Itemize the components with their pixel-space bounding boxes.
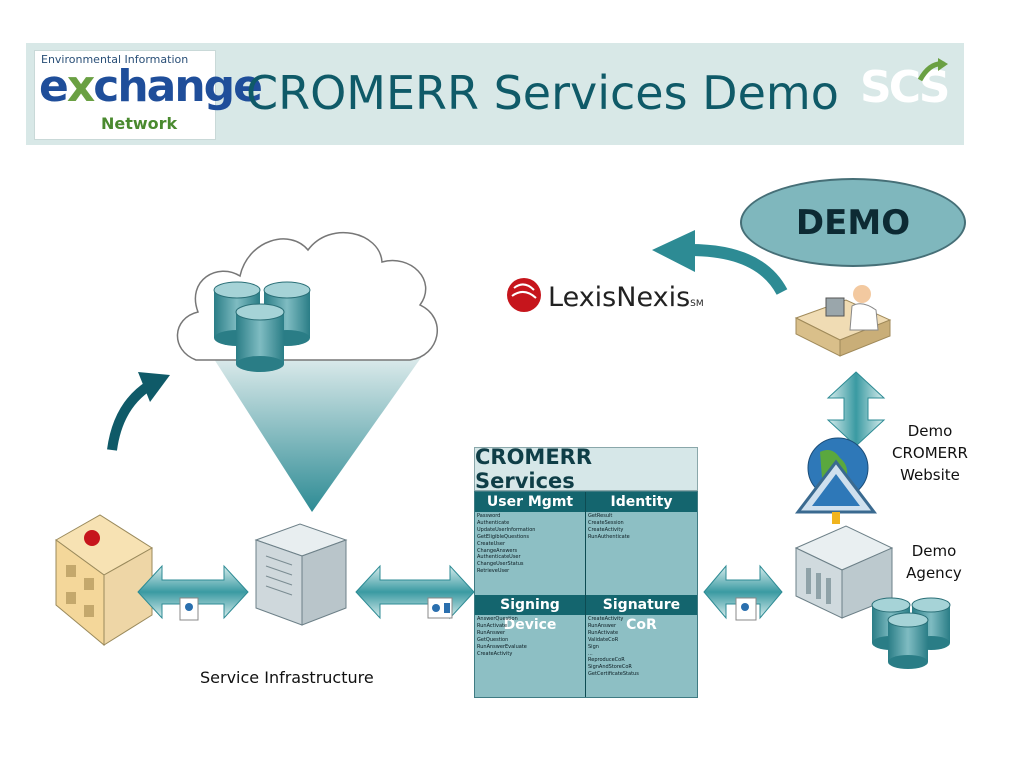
service-item: AnswerQuestion [477, 616, 518, 622]
user-at-desk-icon [794, 285, 892, 357]
document-icon [179, 597, 199, 621]
logo-line1: Environmental Information [41, 53, 189, 66]
scs-logo: SCS [860, 62, 950, 113]
service-item: UpdateUserInformation [477, 526, 536, 533]
logo-main: exchange [39, 61, 263, 112]
double-arrow-icon [137, 564, 249, 620]
service-item: RunAuthenticate [588, 533, 630, 540]
lexisnexis-name: LexisNexis [548, 282, 691, 313]
service-item: GetQuestion [477, 636, 509, 643]
service-item: SignAndStoreCoR [588, 664, 632, 671]
building-icon [55, 514, 153, 647]
service-item: RunActivate [588, 629, 619, 636]
signing-device-header: Signing Device [475, 595, 585, 633]
service-item: Sign [588, 643, 599, 650]
label-line: Demo [907, 422, 953, 440]
service-item: RunActivate [477, 622, 508, 629]
label-line: CROMERR [892, 444, 968, 462]
service-item: CreateUser [477, 540, 506, 547]
funnel-icon [205, 345, 430, 512]
service-infrastructure-label: Service Infrastructure [200, 668, 374, 687]
service-item: RetrieveUser [477, 568, 510, 575]
service-item: GetEligibleQuestions [477, 533, 530, 540]
demo-ellipse: DEMO [740, 178, 966, 267]
service-item: CreateActivity [477, 650, 513, 657]
demo-cromerr-website-label: Demo CROMERR Website [880, 420, 980, 486]
logo-network: Network [101, 114, 178, 133]
service-item: AuthenticateUser [477, 554, 521, 561]
double-arrow-icon [355, 564, 475, 620]
document-icon [427, 597, 453, 619]
lexisnexis-mark: SM [690, 299, 704, 309]
double-arrow-icon [703, 564, 783, 620]
service-item: ReproduceCoR [588, 657, 625, 664]
label-line: Agency [906, 564, 962, 582]
service-item: CreateActivity [588, 616, 624, 622]
logo-main-pre: e [39, 61, 69, 112]
service-item: CreateSession [588, 519, 624, 526]
service-item: GetCertificateStatus [588, 671, 639, 678]
server-icon [254, 523, 348, 626]
lexisnexis-logo: LexisNexisSM [548, 282, 704, 313]
logo-main-post: change [93, 61, 263, 112]
service-item: Authenticate [477, 519, 510, 526]
grid-divider [585, 492, 586, 697]
exchange-network-logo: Environmental Information exchange Netwo… [34, 50, 263, 140]
database-icon [887, 612, 929, 669]
service-item: CreateActivity [588, 526, 624, 533]
service-item: ... [588, 650, 593, 657]
logo-main-x: x [66, 61, 95, 112]
cromerr-services-title: CROMERR Services [475, 445, 593, 493]
globe-icon [794, 437, 878, 524]
service-item: RunAnswer [477, 629, 506, 636]
page-title: CROMERR Services Demo [246, 66, 839, 120]
scs-arrow-icon [918, 58, 948, 82]
service-item: ChangeAnswers [477, 547, 518, 554]
curved-arrow-icon [652, 230, 788, 296]
vertical-double-arrow-icon [826, 371, 886, 447]
curved-arrow-icon [107, 372, 170, 451]
identity-header: Identity [586, 492, 697, 512]
document-icon [735, 597, 757, 621]
service-item: Password [477, 513, 501, 519]
label-line: Demo [911, 542, 957, 560]
signature-cor-header: Signature CoR [586, 595, 697, 633]
demo-label: DEMO [795, 202, 911, 243]
service-item: GetResult [588, 513, 613, 519]
service-item: RunAnswerEvaluate [477, 643, 527, 650]
cromerr-services-title-box: CROMERR Services [474, 445, 698, 493]
service-item: ChangeUserStatus [477, 561, 524, 568]
demo-agency-label: Demo Agency [890, 540, 978, 584]
user-mgmt-header: User Mgmt [475, 492, 585, 512]
service-item: ValidateCoR [588, 636, 619, 643]
service-item: RunAnswer [588, 622, 617, 629]
database-icon [235, 303, 285, 372]
label-line: Website [900, 466, 960, 484]
lexisnexis-logo-icon [507, 278, 541, 312]
